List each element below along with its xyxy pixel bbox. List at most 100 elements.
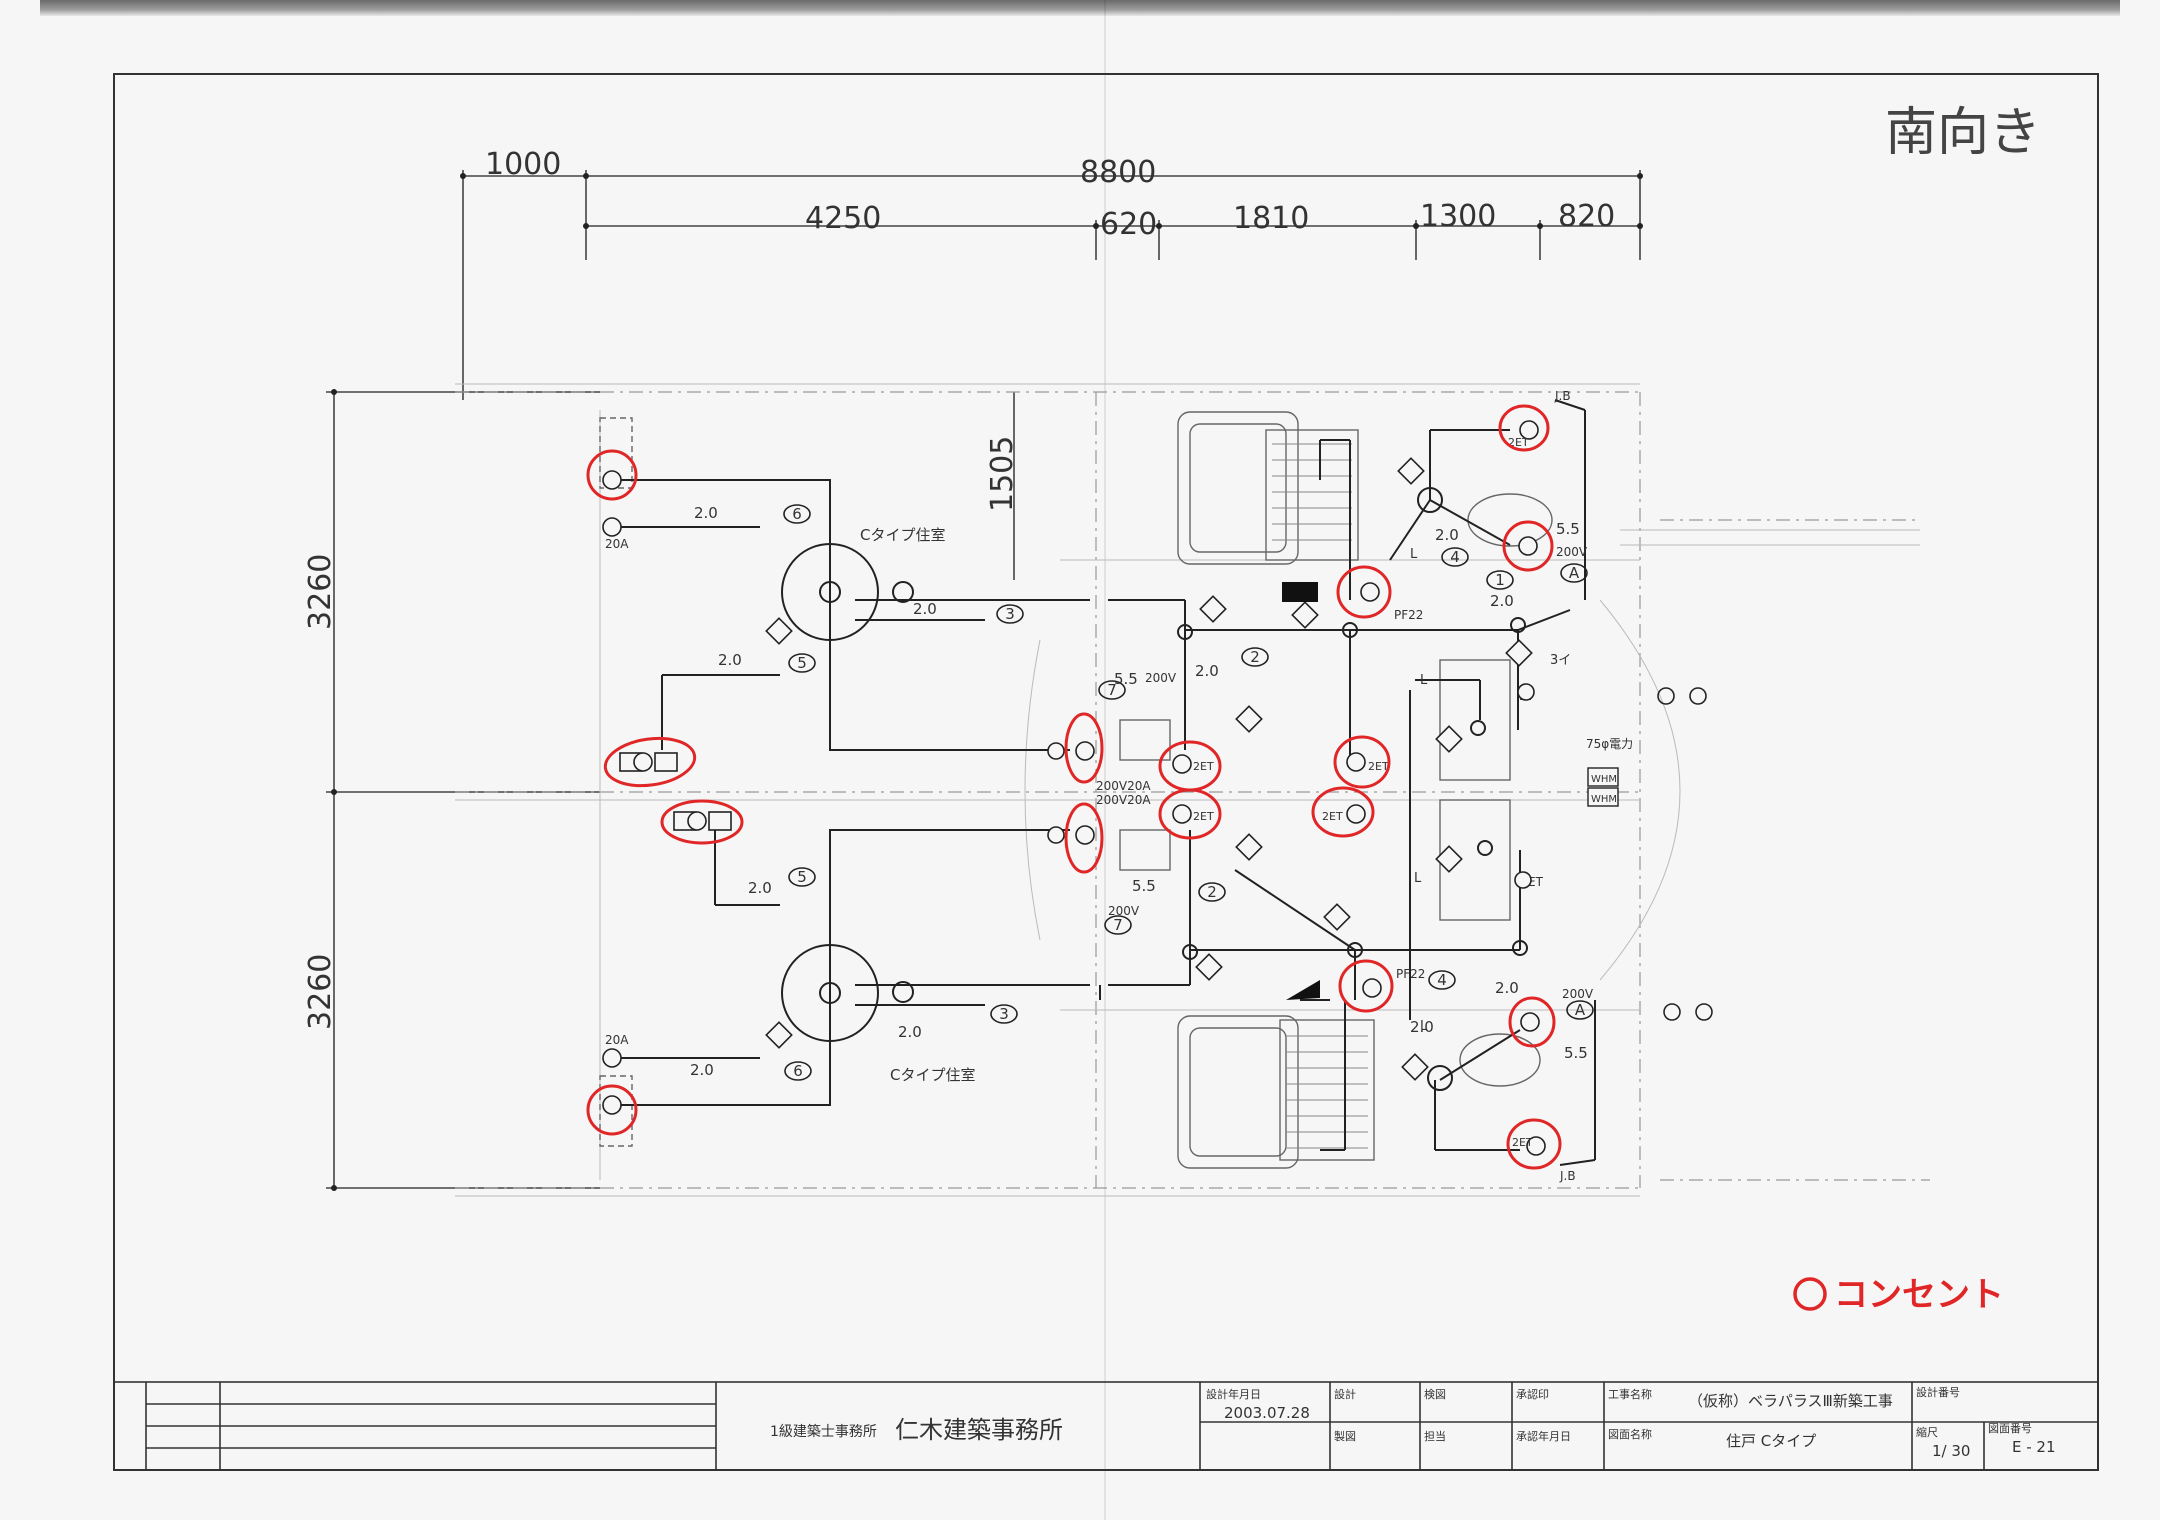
outlets — [602, 420, 1546, 1156]
tag-3-lower: 3 — [999, 1005, 1009, 1023]
tag-6-lower: 6 — [793, 1062, 803, 1080]
label-55-3: 5.5 — [1556, 520, 1580, 538]
label-l-2: L — [1420, 673, 1428, 688]
markup-outlet-11 — [1336, 565, 1392, 619]
outlet-2et-3: 2ET — [1368, 760, 1389, 773]
dim-1810: 1810 — [1233, 201, 1309, 236]
outlet-markup — [586, 404, 1562, 1170]
label-gauge-8: 2.0 — [1435, 526, 1459, 544]
label-20a-lower: 20A — [605, 1033, 629, 1047]
label-200v-4: 200V — [1562, 987, 1594, 1001]
markup-outlet-5 — [1064, 712, 1104, 784]
dim-1000: 1000 — [485, 147, 561, 182]
dim-8800: 8800 — [1080, 155, 1156, 190]
label-55-4: 5.5 — [1564, 1044, 1588, 1062]
tb-design-date-label: 設計年月日 — [1206, 1387, 1261, 1401]
markup-outlet-12 — [1338, 959, 1394, 1013]
orientation-note: 南向き — [1885, 103, 2041, 163]
dim-3260-upper: 3260 — [303, 554, 338, 630]
tb-drawing-name: 住戸 Cタイプ — [1726, 1432, 1816, 1450]
label-200v20a-2: 200V20A — [1096, 793, 1151, 807]
label-200v-1: 200V — [1145, 671, 1177, 685]
tb-scale-label: 縮尺 — [1916, 1425, 1938, 1439]
tb-drawing-no-label: 設計番号 — [1916, 1385, 1960, 1399]
markup-outlet-14 — [1502, 520, 1554, 572]
tag-a-upper: A — [1569, 564, 1580, 582]
label-200v20a-1: 200V20A — [1096, 779, 1151, 793]
tag-4-upper: 4 — [1450, 548, 1460, 566]
markup-outlet-15 — [1508, 996, 1556, 1048]
sheet-frame — [113, 73, 2099, 1471]
markup-outlet-8 — [1158, 788, 1222, 840]
tag-3-upper: 3 — [1005, 605, 1015, 623]
label-meter-note: 75φ電力 — [1586, 737, 1633, 751]
tb-approval-seal-label: 承認印 — [1516, 1387, 1549, 1401]
label-55-1: 5.5 — [1114, 670, 1138, 688]
circuit-tags — [783, 504, 1594, 1081]
tag-6-upper: 6 — [792, 505, 802, 523]
outlet-2et-6: 2ET — [1512, 1136, 1533, 1149]
label-gauge-1: 2.0 — [694, 504, 718, 522]
unit-label-upper: Cタイプ住室 — [860, 526, 945, 544]
wiring-labels: 2.0 2.0 2.0 2.0 2.0 2.0 2.0 2.0 2.0 2.0 … — [605, 389, 1633, 1183]
tag-7-upper: 7 — [1107, 681, 1117, 699]
tb-design-label: 設計 — [1334, 1387, 1356, 1401]
tb-project-label: 工事名称 — [1608, 1387, 1652, 1401]
tb-check-label: 検図 — [1424, 1387, 1446, 1401]
label-200v-3: 200V — [1556, 545, 1588, 559]
dim-820: 820 — [1558, 199, 1615, 234]
label-l-3: L — [1414, 871, 1422, 886]
dim-3260-lower: 3260 — [303, 954, 338, 1030]
dim-1505: 1505 — [985, 436, 1020, 512]
tb-scale: 1/ 30 — [1932, 1442, 1970, 1460]
tag-a-lower: A — [1575, 1001, 1586, 1019]
dim-4250: 4250 — [805, 201, 881, 236]
label-l-1: L — [1410, 547, 1418, 562]
label-gauge-7: 2.0 — [1195, 662, 1219, 680]
dim-1300: 1300 — [1420, 199, 1496, 234]
whm-1: WHM — [1591, 774, 1617, 785]
label-pf22-upper: PF22 — [1394, 608, 1423, 622]
tb-approval-date-label: 承認年月日 — [1516, 1429, 1571, 1443]
label-jb-upper: J.B — [1554, 389, 1571, 403]
tag-1-upper: 1 — [1495, 571, 1505, 589]
unit-label-lower: Cタイプ住室 — [890, 1066, 975, 1084]
tag-2-lower: 2 — [1207, 883, 1217, 901]
tb-drawing-name-label: 図面名称 — [1608, 1427, 1652, 1441]
label-gauge-6: 2.0 — [690, 1061, 714, 1079]
fixtures — [599, 411, 1553, 1169]
outlet-2et-2: 2ET — [1193, 810, 1214, 823]
markup-outlet-9 — [1333, 735, 1391, 789]
tb-design-date: 2003.07.28 — [1224, 1404, 1310, 1422]
label-3i-upper: 3イ — [1550, 653, 1571, 668]
tb-office-label: 1級建築士事務所 — [770, 1424, 877, 1440]
tag-2-upper: 2 — [1250, 648, 1260, 666]
label-55-2: 5.5 — [1132, 877, 1156, 895]
label-jb-lower: J.B — [1559, 1169, 1576, 1183]
title-block-frame — [113, 1381, 2099, 1471]
dim-620: 620 — [1100, 207, 1157, 242]
outlet-2et-1: 2ET — [1193, 760, 1214, 773]
distribution-panels — [1282, 582, 1320, 1000]
tb-charge-label: 担当 — [1424, 1429, 1446, 1443]
markup-outlet-2 — [603, 736, 697, 788]
kitchen-hatch — [1272, 443, 1368, 1149]
tb-office-name: 仁木建築事務所 — [895, 1416, 1063, 1444]
tb-sheet-no-label: 図面番号 — [1988, 1422, 2032, 1435]
outlet-labels: 2ET 2ET 2ET 2ET 2ET 2ET — [1193, 436, 1533, 1149]
label-gauge-4: 2.0 — [748, 879, 772, 897]
markup-outlet-4 — [586, 1084, 638, 1136]
tag-7-lower: 7 — [1113, 916, 1123, 934]
label-gauge-10: 2.0 — [1495, 979, 1519, 997]
tb-project-name: （仮称）ベラパラスⅢ新築工事 — [1688, 1392, 1893, 1410]
label-20a-upper: 20A — [605, 537, 629, 551]
legend-circle — [1793, 1277, 1827, 1311]
label-pf22-lower: PF22 — [1396, 967, 1425, 981]
tag-5-upper: 5 — [797, 654, 807, 672]
whm-2: WHM — [1591, 794, 1617, 805]
label-et-2: ET — [1528, 875, 1544, 889]
scan-edge — [40, 0, 2120, 16]
legend-label: コンセント — [1834, 1275, 2004, 1315]
